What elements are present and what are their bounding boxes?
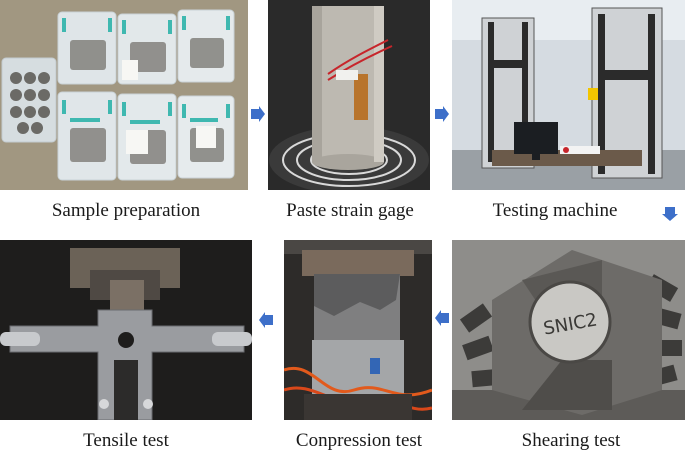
arrow-right-icon-2 (434, 106, 450, 122)
arrow-right-icon-1 (250, 106, 266, 122)
photo-tensile-test (0, 240, 252, 420)
photo-sample-preparation (0, 0, 248, 190)
photo-paste-strain-gage (268, 0, 430, 190)
arrow-down-icon (662, 206, 678, 222)
step-label-paste-strain-gage: Paste strain gage (286, 200, 414, 221)
step-label-shearing-test: Shearing test (521, 430, 621, 451)
step-label-testing-machine: Testing machine (492, 200, 618, 221)
photo-compression-test (284, 240, 432, 420)
arrow-left-icon-2 (258, 312, 274, 328)
photo-shearing-test: SNIC2 (452, 240, 685, 420)
step-label-sample-preparation: Sample preparation (51, 200, 201, 221)
arrow-left-icon-1 (434, 310, 450, 326)
step-label-compression-test: Conpression test (295, 430, 423, 451)
step-label-tensile-test: Tensile test (83, 430, 169, 451)
photo-testing-machine (452, 0, 685, 190)
